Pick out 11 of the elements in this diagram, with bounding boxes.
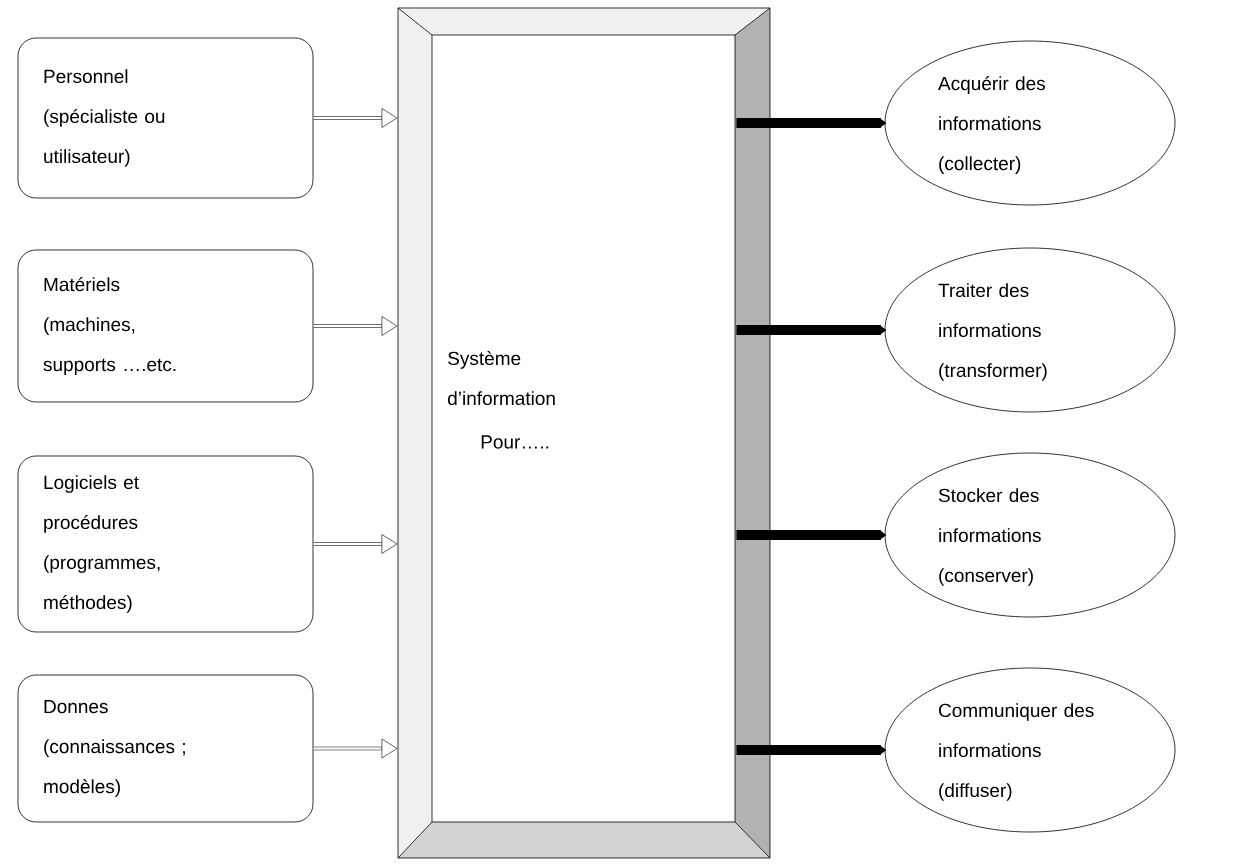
hollow-arrow: [313, 316, 398, 336]
hollow-arrow: [313, 108, 398, 128]
system-label: Système d’information: [448, 350, 555, 406]
resource-box: Donnes (connaissances ; modèles): [17, 674, 314, 823]
resource-box: Matériels (machines, supports ….etc.: [17, 249, 314, 403]
resource-box: Personnel (spécialiste ou utilisateur): [17, 37, 314, 199]
hollow-arrow: [313, 534, 398, 554]
system-box: [397, 7, 771, 859]
system-label: Pour…..: [481, 435, 549, 449]
hollow-arrow: [313, 738, 398, 759]
resource-box: Logiciels et procédures (programmes, méthodes): [17, 455, 314, 633]
